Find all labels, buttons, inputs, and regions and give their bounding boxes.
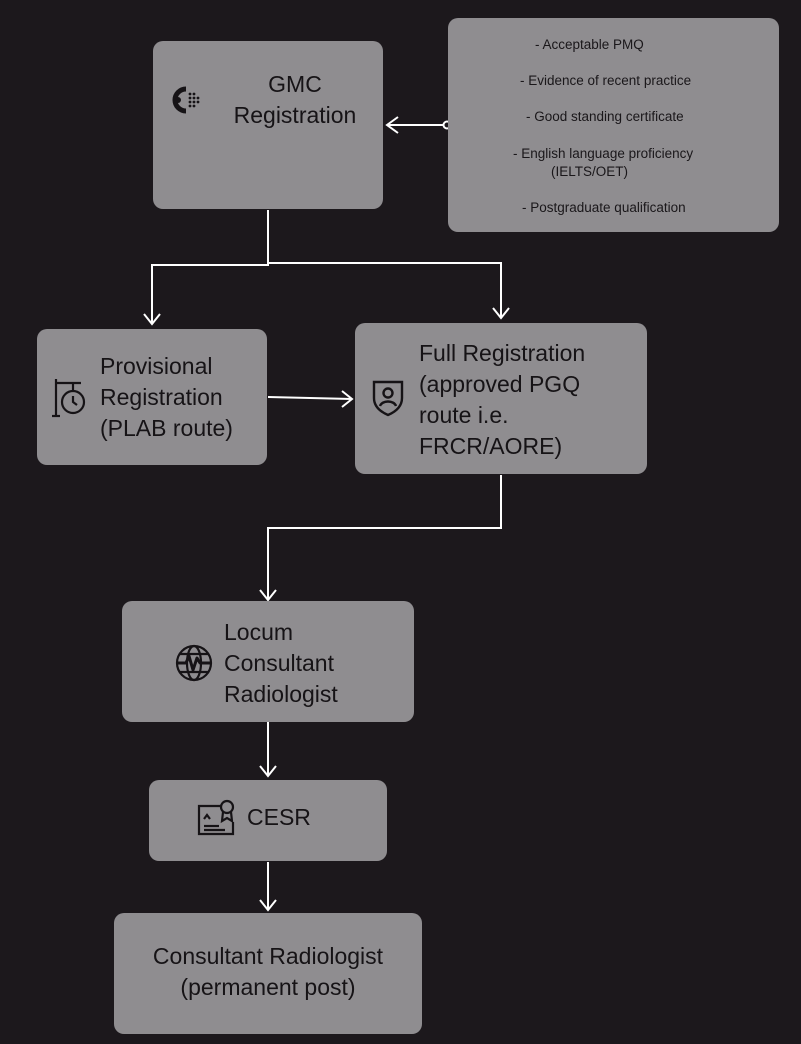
full-registration-node: Full Registration (approved PGQ route i.… (355, 323, 647, 474)
locum-line1: Locum (224, 619, 294, 645)
arrow-full-to-locum (267, 475, 502, 600)
certificate-icon (197, 799, 235, 836)
cesr-node: CESR (149, 780, 387, 861)
consultant-line1: Consultant Radiologist (152, 943, 384, 969)
full-line3: route i.e. (419, 402, 509, 428)
globe-pulse-icon (175, 644, 213, 682)
requirement-item: - Good standing certificate (526, 109, 684, 124)
gmc-title-line1: GMC (268, 71, 322, 97)
requirement-item: - Acceptable PMQ (535, 37, 644, 52)
consultant-line2: (permanent post) (180, 974, 356, 1000)
requirement-item: - Postgraduate qualification (522, 200, 686, 215)
requirement-item: - English language proficiency (513, 146, 694, 161)
gmc-logo-icon (172, 86, 200, 114)
timer-sign-icon (52, 379, 86, 418)
shield-user-icon (372, 380, 404, 417)
full-line4: FRCR/AORE) (419, 433, 563, 459)
full-line2: (approved PGQ (419, 371, 581, 397)
locum-line2: Consultant (224, 650, 334, 676)
gmc-title-line2: Registration (233, 102, 357, 128)
full-line1: Full Registration (419, 340, 586, 366)
locum-line3: Radiologist (224, 681, 338, 707)
provisional-line1: Provisional (100, 353, 213, 379)
requirements-node: - Acceptable PMQ - Evidence of recent pr… (448, 18, 779, 232)
arrow-gmc-to-provisional (151, 210, 269, 324)
arrow-provisional-to-full (267, 396, 353, 400)
cesr-label: CESR (247, 804, 311, 830)
requirement-item: (IELTS/OET) (551, 164, 629, 179)
locum-consultant-node: Locum Consultant Radiologist (122, 601, 414, 722)
gmc-registration-node: GMC Registration (153, 41, 383, 209)
consultant-radiologist-node: Consultant Radiologist (permanent post) (114, 913, 422, 1034)
provisional-registration-node: Provisional Registration (PLAB route) (37, 329, 267, 465)
arrow-gmc-to-full (268, 262, 502, 318)
provisional-line3: (PLAB route) (100, 415, 233, 441)
requirement-item: - Evidence of recent practice (520, 73, 692, 88)
provisional-line2: Registration (100, 384, 223, 410)
